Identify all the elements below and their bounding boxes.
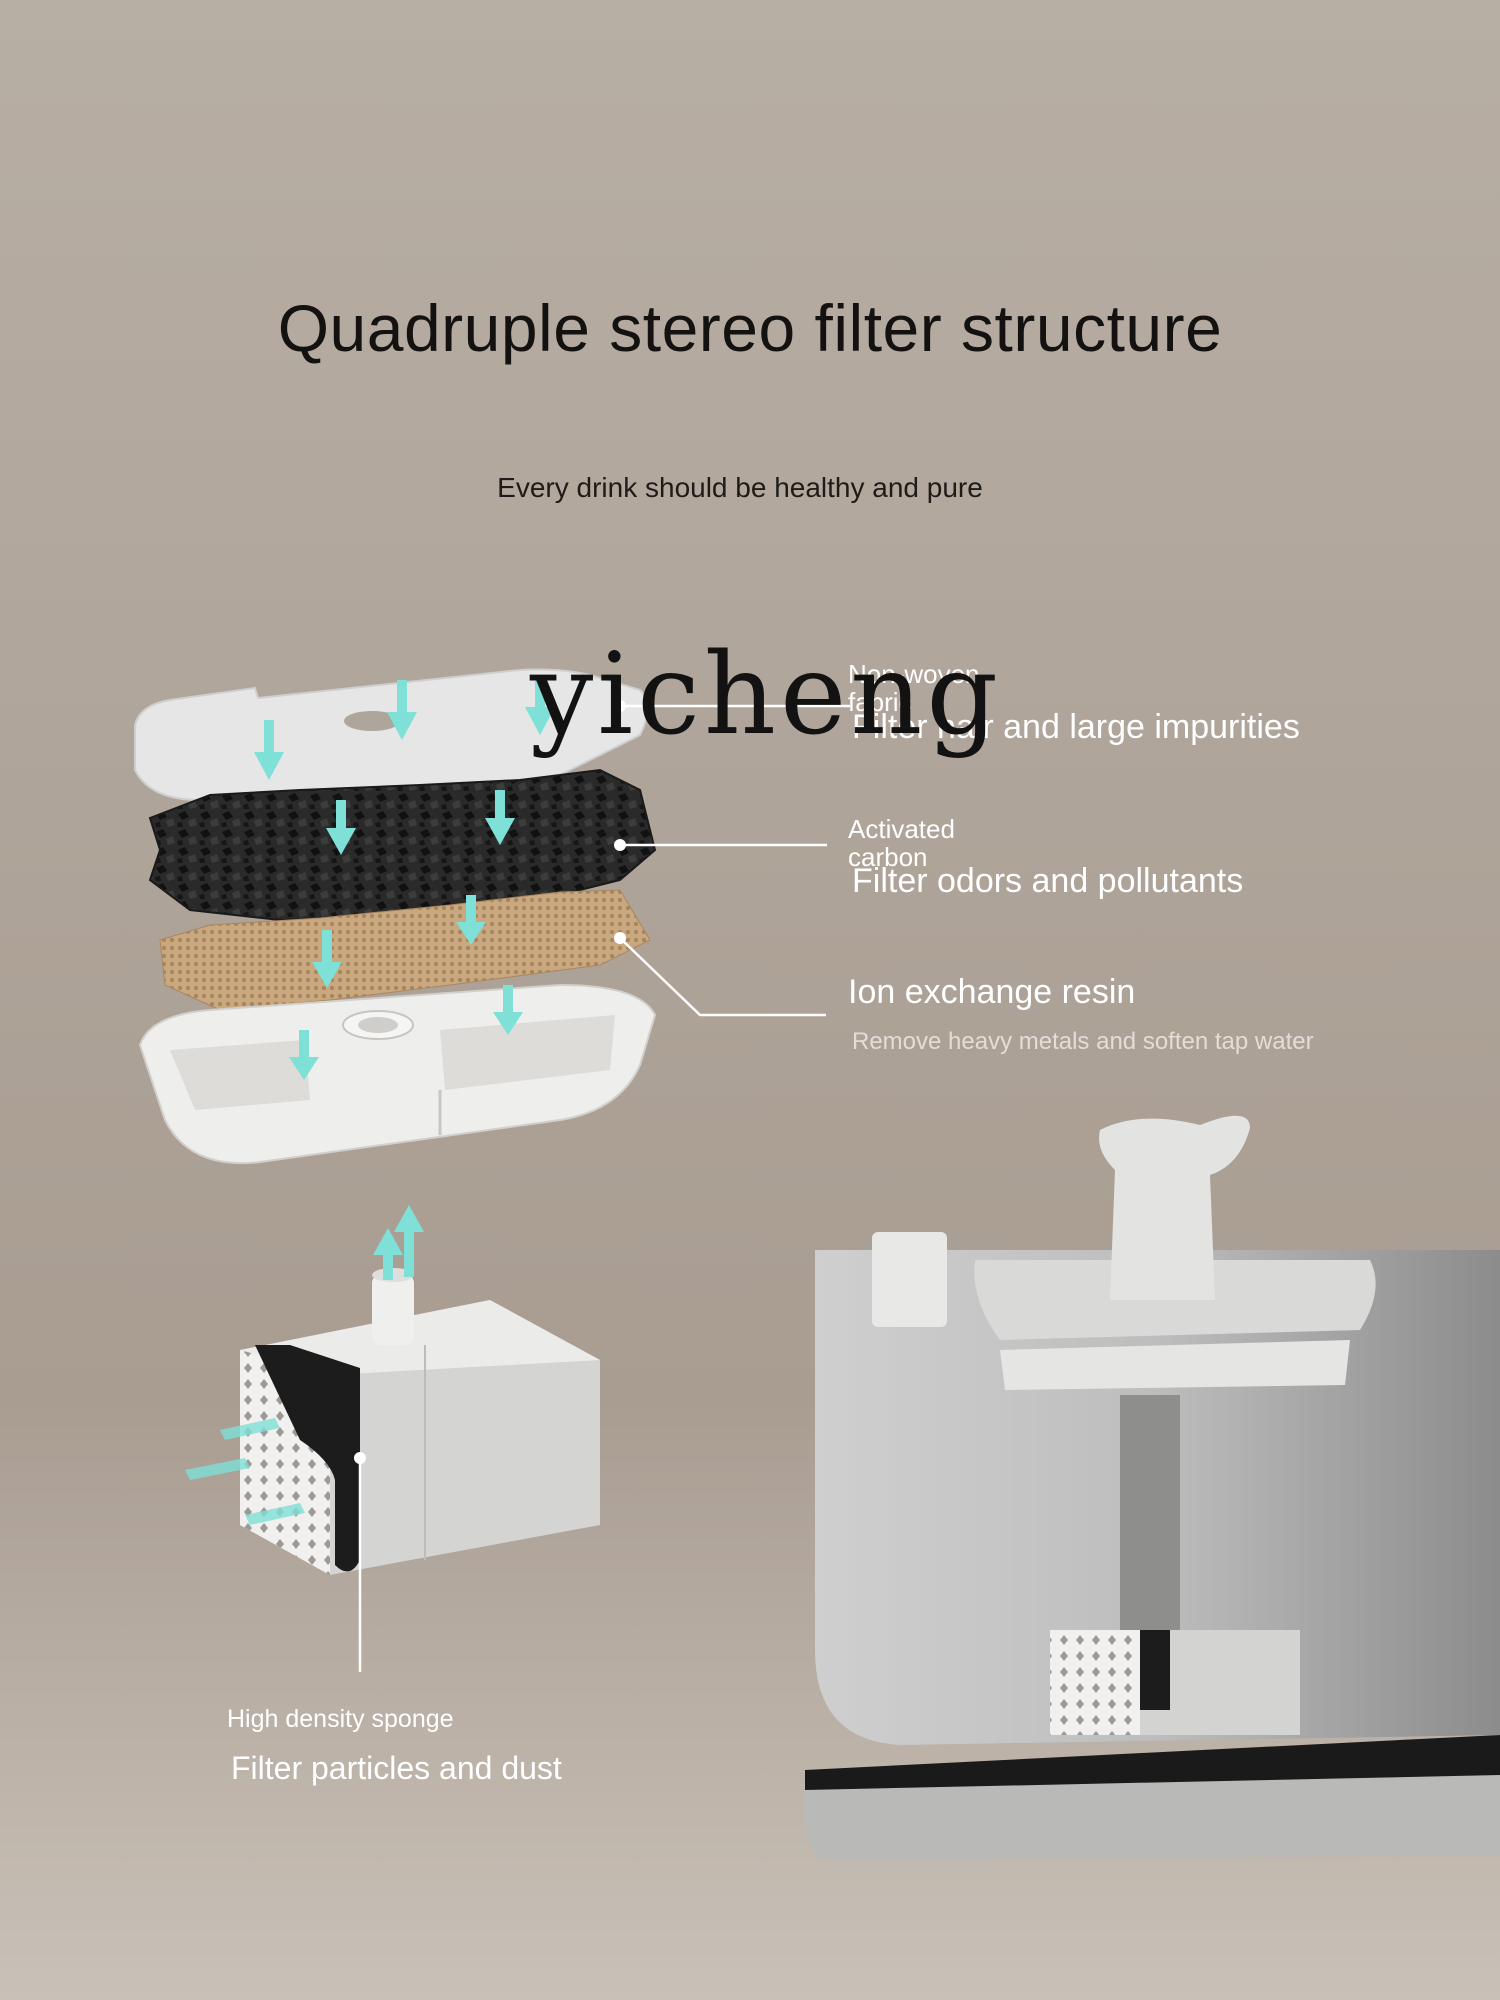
activated-carbon-label-line2: carbon xyxy=(848,842,928,872)
activated-carbon-layer xyxy=(148,768,657,922)
filter-tray xyxy=(138,983,657,1164)
flow-arrow-icon xyxy=(326,800,356,855)
flow-arrow-icon xyxy=(525,675,555,735)
pump-unit xyxy=(240,1268,600,1575)
flow-arrow-icon xyxy=(185,1458,250,1480)
flow-arrow-icon xyxy=(220,1418,280,1440)
non-woven-description: Filter hair and large impurities xyxy=(852,708,1300,746)
sponge-description: Filter particles and dust xyxy=(231,1750,562,1786)
callout-dots xyxy=(354,700,626,1464)
non-woven-label-line1: Non-woven xyxy=(848,659,980,689)
flow-arrow-icon xyxy=(485,790,515,845)
fountain-body xyxy=(804,1115,1500,1860)
flow-arrow-icon xyxy=(289,1030,319,1080)
flow-arrow-icon xyxy=(254,720,284,780)
non-woven-label-line2: fabric xyxy=(848,687,912,717)
ion-exchange-resin-description: Remove heavy metals and soften tap water xyxy=(852,1028,1314,1055)
page-title: Quadruple stereo filter structure xyxy=(277,291,1223,365)
sponge-label: High density sponge xyxy=(227,1705,454,1733)
flow-arrows xyxy=(185,675,555,1525)
callout-lines xyxy=(358,704,850,1672)
flow-arrow-icon xyxy=(456,895,486,945)
flow-arrow-icon xyxy=(373,1228,403,1280)
flow-arrow-icon xyxy=(245,1503,305,1525)
ion-exchange-resin-label: Ion exchange resin xyxy=(848,973,1136,1011)
flow-arrow-icon xyxy=(312,930,342,988)
page-subtitle: Every drink should be healthy and pure xyxy=(497,472,983,503)
flow-arrow-icon xyxy=(493,985,523,1035)
activated-carbon-label-line1: Activated xyxy=(848,814,955,844)
flow-arrow-icon xyxy=(387,680,417,740)
watermark: yicheng xyxy=(530,630,1003,760)
activated-carbon-description: Filter odors and pollutants xyxy=(852,862,1244,900)
flow-arrow-icon xyxy=(394,1205,424,1277)
